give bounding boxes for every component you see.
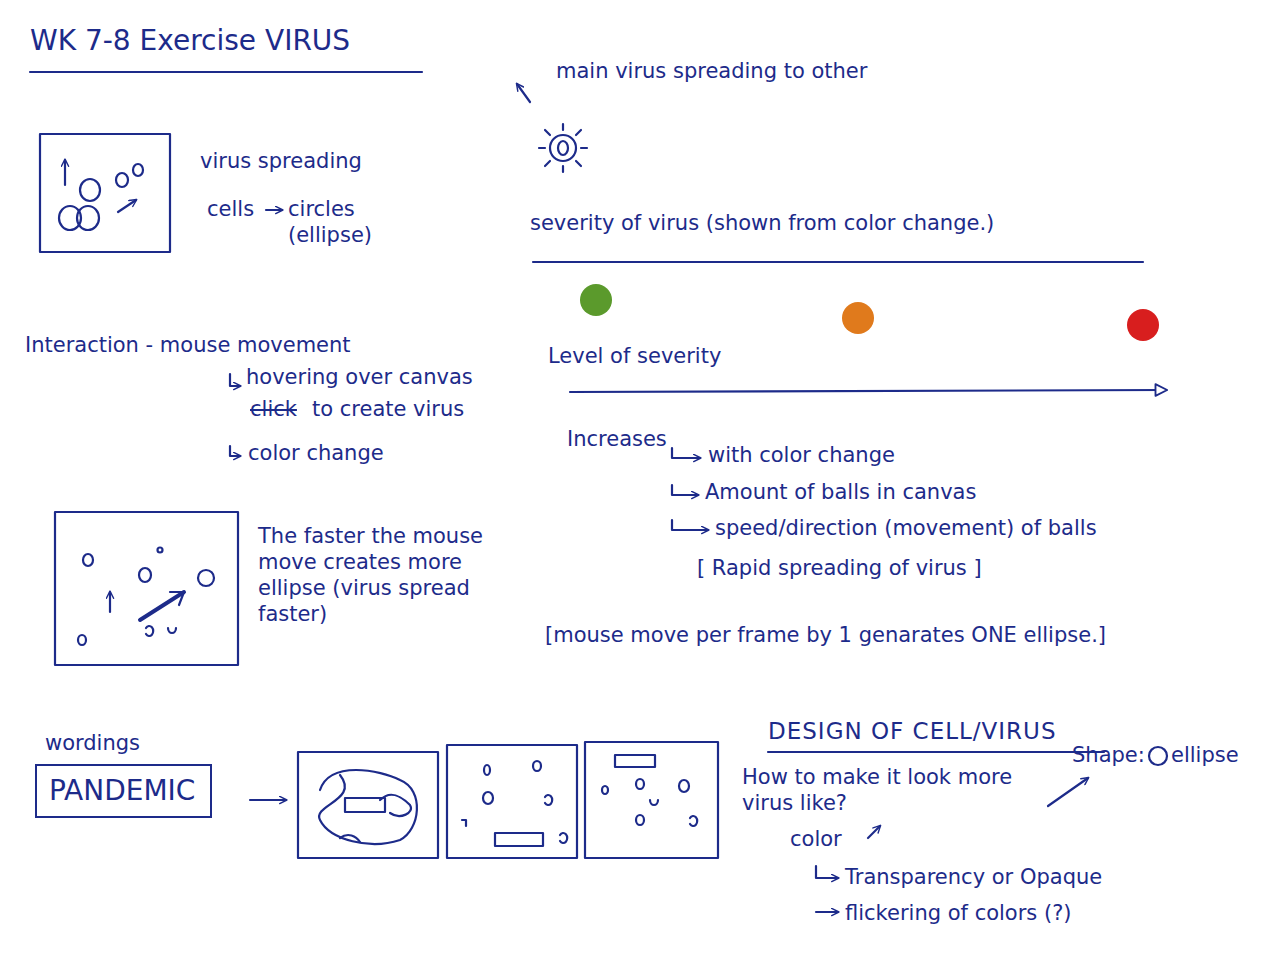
note-text: virus spreading [200, 148, 362, 174]
severity-dot [842, 302, 874, 334]
bullet-arrow [672, 520, 708, 530]
title-underline [30, 71, 422, 73]
note-text: with color change [708, 442, 895, 468]
section-heading: Interaction - mouse movement [25, 332, 351, 358]
note-text: How to make it look more virus like? [742, 764, 1047, 816]
note-text: color change [248, 440, 384, 466]
bullet-arrow [672, 485, 698, 495]
note-text: [mouse move per frame by 1 genarates ONE… [545, 622, 1106, 648]
bullet-arrow [230, 446, 240, 456]
note-text: flickering of colors (?) [845, 900, 1072, 926]
note-arrow [266, 209, 282, 211]
bullet-arrow [816, 866, 838, 878]
bullet-arrow [816, 911, 838, 913]
note-text: Amount of balls in canvas [705, 479, 976, 505]
page-title: WK 7-8 Exercise VIRUS [30, 24, 350, 58]
bullet-arrow [672, 448, 700, 458]
box-text: PANDEMIC [49, 774, 198, 808]
storyboard-frame [585, 742, 718, 858]
note-text: main virus spreading to other [556, 58, 867, 84]
axis-label: Level of severity [548, 343, 721, 369]
note-arrow [868, 826, 880, 838]
note-text: hovering over canvas [246, 364, 473, 390]
note-text: Shape: [1072, 742, 1145, 768]
note-arrow [1048, 778, 1088, 806]
severity-dot [580, 284, 612, 316]
section-heading: DESIGN OF CELL/VIRUS [768, 718, 1057, 744]
note-text: The faster the mouse move creates more e… [258, 523, 526, 627]
note-text: ellipse [1171, 742, 1239, 768]
note-text: click [250, 396, 297, 422]
note-text: speed/direction (movement) of balls [715, 515, 1097, 541]
note-text: color [790, 826, 842, 852]
storyboard-frame [298, 752, 438, 858]
canvas-sketch [40, 134, 170, 252]
note-text: circles (ellipse) [288, 196, 406, 248]
heading-underline [533, 261, 1143, 263]
word-box: PANDEMIC [35, 764, 212, 818]
severity-axis [570, 390, 1166, 392]
flow-arrow [250, 799, 286, 801]
section-heading: severity of virus (shown from color chan… [530, 210, 994, 236]
storyboard-frame [447, 745, 577, 858]
note-text: [ Rapid spreading of virus ] [697, 555, 982, 581]
canvas-sketch [55, 512, 238, 665]
note-text: cells [207, 196, 254, 222]
bullet-arrow [230, 374, 240, 386]
note-text: Transparency or Opaque [845, 864, 1102, 890]
section-heading: wordings [45, 730, 140, 756]
heading-underline [768, 751, 1104, 753]
shape-symbol [1149, 747, 1167, 765]
note-text: Increases [567, 426, 667, 452]
virus-icon [517, 84, 587, 172]
note-text: to create virus [312, 396, 464, 422]
severity-dot [1127, 309, 1159, 341]
